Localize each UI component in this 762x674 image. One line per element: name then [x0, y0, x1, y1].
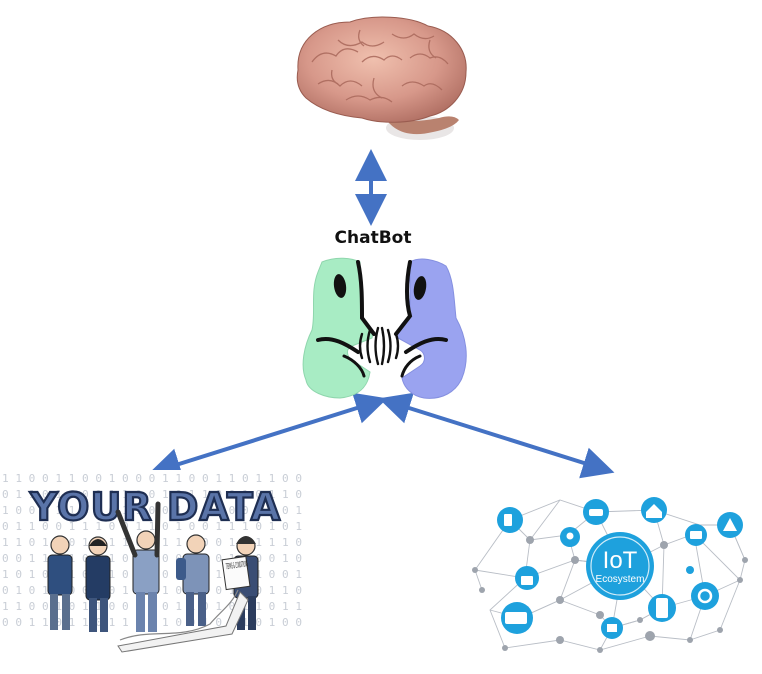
binary-row: 1 1 0 0 1 1 0 0 1 0 0 0 1 1 0 0 1 1 0 1 … [2, 472, 302, 485]
iot-title: IoT [603, 547, 638, 574]
iot-ecosystem-image: IoT Ecosystem [472, 497, 748, 653]
brain-folds [311, 29, 449, 103]
iot-icon-bubbles [497, 497, 743, 639]
iot-subtitle: Ecosystem [596, 574, 645, 585]
brain-image [296, 16, 467, 140]
people-illustration [47, 501, 259, 653]
your-data-image: 1 1 0 0 1 1 0 0 1 0 0 0 1 1 0 0 1 1 0 1 … [0, 470, 305, 653]
chatbot-label: ChatBot [334, 228, 412, 248]
binary-row: 0 1 1 0 0 1 1 1 0 0 1 1 0 1 0 0 1 1 1 0 … [2, 520, 302, 533]
arrow-chatbot-your-data [148, 392, 388, 480]
binary-row: 0 1 1 0 1 0 0 1 1 1 0 0 1 0 1 1 0 0 1 0 … [2, 488, 302, 501]
binary-row: 1 0 0 1 1 1 0 0 0 1 1 0 0 1 0 1 1 0 0 1 … [2, 504, 302, 517]
arrow-chatbot-iot [378, 392, 615, 479]
terms-conditions-text: TERMS & CONDITIONS [225, 559, 248, 571]
your-data-title: YOUR DATA [29, 485, 281, 529]
chatbot-faces-image [302, 257, 467, 399]
iot-center-circle [586, 532, 654, 600]
